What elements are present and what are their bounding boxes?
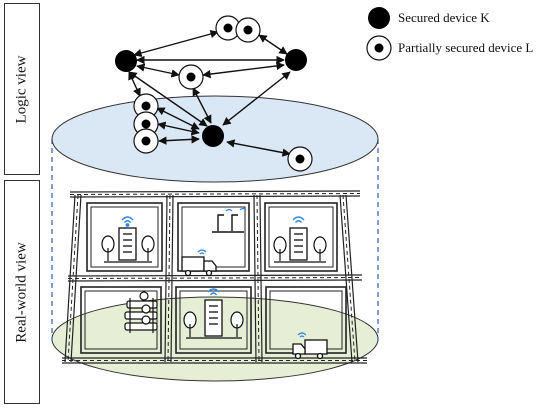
edge	[222, 71, 291, 126]
truck-icon	[181, 256, 217, 277]
logic-view-label: Logic view	[13, 55, 30, 123]
edge	[128, 71, 141, 97]
wifi-signal-icon	[225, 207, 247, 212]
edge	[136, 63, 180, 78]
partial-node	[133, 128, 159, 154]
office-building-icon	[186, 299, 242, 339]
city-block	[80, 286, 162, 354]
wifi-signal-icon	[292, 216, 305, 223]
truck-icon	[292, 339, 328, 360]
logic-view-label-box: Logic view	[4, 3, 40, 175]
secured-nodes	[115, 49, 307, 147]
wifi-signal-icon	[121, 216, 134, 227]
edge	[258, 34, 288, 55]
partial-node	[178, 64, 204, 90]
legend-secured-marker	[368, 7, 390, 29]
legend-secured-label: Secured device K	[398, 10, 490, 25]
factory-icon	[212, 214, 244, 233]
office-building-icon	[104, 227, 152, 263]
legend-partial-label: Partially secured device L	[398, 40, 533, 55]
network-edges	[128, 29, 291, 157]
secured-node	[115, 50, 137, 72]
real-world-view-label: Real-world view	[13, 241, 30, 343]
edge	[202, 61, 285, 79]
tree-icon	[273, 236, 327, 261]
wifi-signal-icon	[207, 288, 220, 296]
partial-node	[235, 17, 261, 43]
tree-icon	[183, 311, 244, 337]
partial-nodes	[133, 15, 313, 172]
partial-node	[133, 93, 159, 119]
edge	[157, 121, 200, 136]
partial-node	[287, 146, 313, 172]
wifi-signal-icon	[297, 332, 307, 338]
secured-node	[285, 49, 307, 71]
tree-icon	[101, 235, 155, 261]
edge	[133, 29, 219, 58]
office-building-icon	[274, 227, 326, 263]
edge	[158, 135, 200, 145]
edge	[226, 139, 291, 157]
city-block	[175, 286, 252, 354]
secured-node	[202, 125, 224, 147]
edge	[192, 87, 212, 124]
parking-garage-icon	[124, 291, 158, 333]
legend: Secured device K Partially secured devic…	[366, 7, 533, 61]
wifi-signal-icon	[197, 249, 207, 255]
real-world-view-label-box: Real-world view	[4, 180, 40, 404]
partial-node	[215, 15, 241, 41]
